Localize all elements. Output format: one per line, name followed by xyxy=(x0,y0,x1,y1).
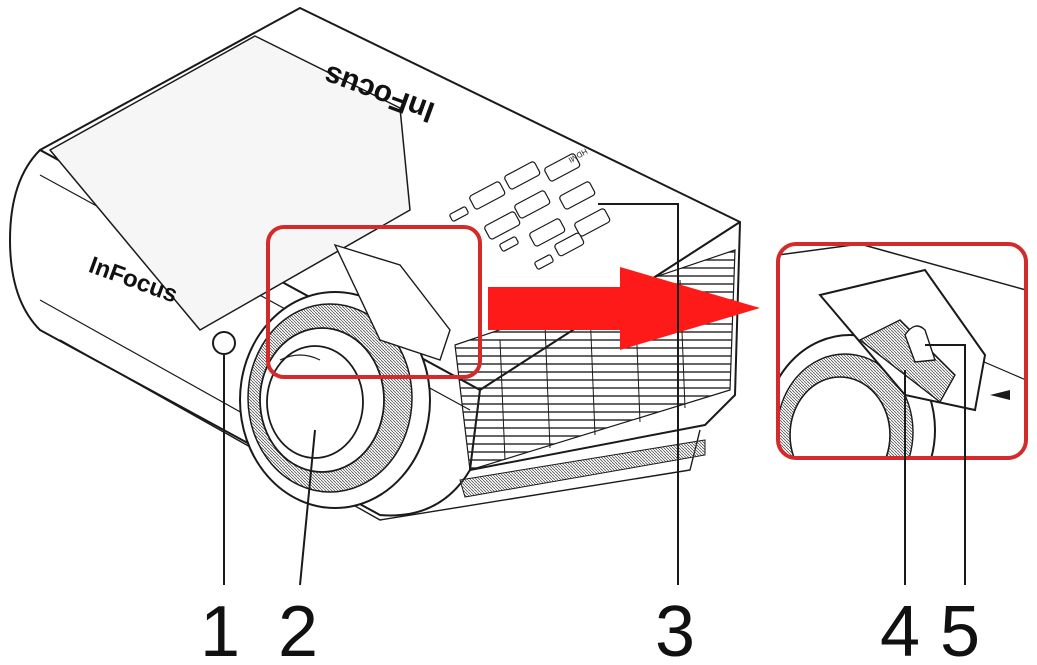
callout-3: 3 xyxy=(655,592,695,665)
focus-ring xyxy=(858,319,956,404)
leader-3 xyxy=(598,203,679,585)
lamp-lid xyxy=(49,35,411,331)
zoom-inset xyxy=(776,242,1028,460)
ir-receiver xyxy=(212,331,236,355)
callout-2: 2 xyxy=(278,592,318,665)
callout-1: 1 xyxy=(200,592,240,665)
zoom-tab xyxy=(904,325,936,363)
zoom-inset-frame xyxy=(776,242,1028,460)
callout-4: 4 xyxy=(880,592,920,665)
highlight-box xyxy=(266,225,482,379)
lens-glass xyxy=(266,345,364,459)
zoom-window xyxy=(333,243,451,361)
leader-lines xyxy=(223,203,966,586)
keypad xyxy=(449,153,611,270)
zoom-arrow xyxy=(488,267,760,350)
leader-5 xyxy=(925,344,966,585)
leader-2 xyxy=(299,429,316,586)
callout-5: 5 xyxy=(940,592,980,665)
lens-assembly xyxy=(239,291,431,509)
